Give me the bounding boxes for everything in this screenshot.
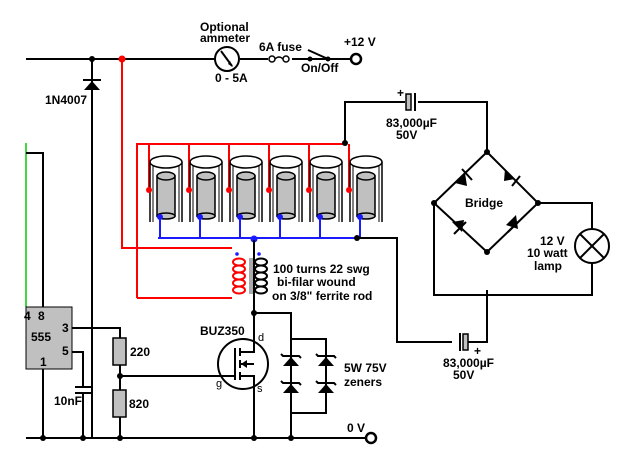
lamp-label-2: 10 watt xyxy=(527,246,568,260)
zener-diode-icon xyxy=(280,353,337,393)
red-wire xyxy=(121,59,232,249)
supply-gnd-label: 0 V xyxy=(347,421,365,435)
bridge-rectifier xyxy=(431,149,541,255)
terminal-gnd-icon[interactable] xyxy=(364,431,378,445)
coil-label-1: 100 turns 22 swg xyxy=(273,262,370,276)
junction-dot xyxy=(117,373,123,379)
diode-label: 1N4007 xyxy=(45,93,87,107)
lamp-label-3: lamp xyxy=(534,259,562,273)
ic-pin3: 3 xyxy=(62,321,69,335)
zener-wire xyxy=(254,312,292,438)
cap-top-wire xyxy=(344,101,405,144)
resistor-820-label: 820 xyxy=(129,397,149,411)
ic-pin8: 8 xyxy=(38,309,45,323)
lamp-icon xyxy=(574,228,610,264)
terminal-pos-icon[interactable] xyxy=(349,52,363,66)
ic-pin5: 5 xyxy=(62,344,69,358)
ammeter-label-2: ammeter xyxy=(200,31,250,45)
ic-555 xyxy=(25,306,73,370)
battery-cell-icon xyxy=(266,144,303,238)
resistor-820-icon xyxy=(112,389,127,418)
ammeter-icon xyxy=(214,46,240,72)
mosfet-label: BUZ350 xyxy=(200,324,245,338)
red-wire xyxy=(136,143,345,298)
bridge-diode-icon xyxy=(504,169,521,187)
battery-cell-icon xyxy=(226,144,263,238)
cap-top-voltage: 50V xyxy=(396,128,417,142)
ammeter-range-label: 0 - 5A xyxy=(215,71,248,85)
ferrite-core-icon xyxy=(249,258,253,294)
switch-label: On/Off xyxy=(301,61,339,75)
coil-label-2: bi-filar wound xyxy=(277,275,356,289)
cap-timer-label: 10nF xyxy=(54,394,82,408)
cap-top-wire xyxy=(418,101,488,150)
ic-pin3-wire xyxy=(72,327,121,338)
coil-secondary-icon xyxy=(254,252,268,295)
mosfet-icon xyxy=(217,338,269,390)
zeners-label-1: 5W 75V xyxy=(344,361,387,375)
battery-cell-icon xyxy=(186,144,223,238)
supply-pos-label: +12 V xyxy=(344,35,376,49)
capacitor-top-icon xyxy=(405,93,416,111)
timer-pin8-wire xyxy=(26,152,44,307)
resistor-220-icon xyxy=(112,337,127,366)
cap-bottom-wire xyxy=(357,237,452,343)
lamp-wire xyxy=(538,202,593,229)
cap-bottom-value: 83,000µF xyxy=(443,356,494,370)
ic-pin1: 1 xyxy=(40,355,47,369)
cap-bottom-wire xyxy=(466,290,488,343)
zener-wire xyxy=(291,338,327,414)
lamp-label-1: 12 V xyxy=(540,234,565,248)
bridge-diode-icon xyxy=(452,220,467,235)
battery-cell-icon xyxy=(306,144,343,238)
cap-bottom-voltage: 50V xyxy=(453,368,474,382)
ammeter-label-1: Optional xyxy=(200,20,249,34)
ic-pin5-wire xyxy=(72,351,84,386)
switch-icon[interactable] xyxy=(292,49,331,62)
bridge-diode-icon xyxy=(455,168,473,186)
lamp-wire xyxy=(433,203,593,296)
ic-label: 555 xyxy=(31,330,51,344)
coil-label-3: on 3/8" ferrite rod xyxy=(272,289,372,303)
cap-top-value: 83,000µF xyxy=(386,116,437,130)
junction-dot xyxy=(288,435,294,441)
capacitor-timer-icon xyxy=(75,386,91,394)
battery-cells xyxy=(146,144,383,238)
zeners-label-2: zeners xyxy=(344,375,382,389)
battery-cell-icon xyxy=(146,144,183,238)
battery-cell-icon xyxy=(346,144,383,238)
fuse-icon xyxy=(268,55,290,63)
capacitor-bottom-icon xyxy=(459,333,469,351)
mosfet-gate-label: g xyxy=(216,378,222,390)
ic-pin4: 4 xyxy=(24,309,31,323)
cap-bottom-plus: + xyxy=(474,344,481,358)
resistor-220-label: 220 xyxy=(130,345,150,359)
coil-primary-icon xyxy=(232,252,246,295)
mosfet-source-label: s xyxy=(257,383,263,395)
junction-dot xyxy=(342,140,348,146)
mosfet-drain-label: d xyxy=(258,332,264,344)
cap-top-plus: + xyxy=(397,86,404,100)
bridge-label: Bridge xyxy=(465,196,503,210)
diode-icon xyxy=(83,79,101,90)
junction-dot xyxy=(251,435,257,441)
junction-dot-blue xyxy=(250,235,258,243)
bridge-diode-icon xyxy=(506,215,519,233)
fuse-label: 6A fuse xyxy=(259,40,302,54)
